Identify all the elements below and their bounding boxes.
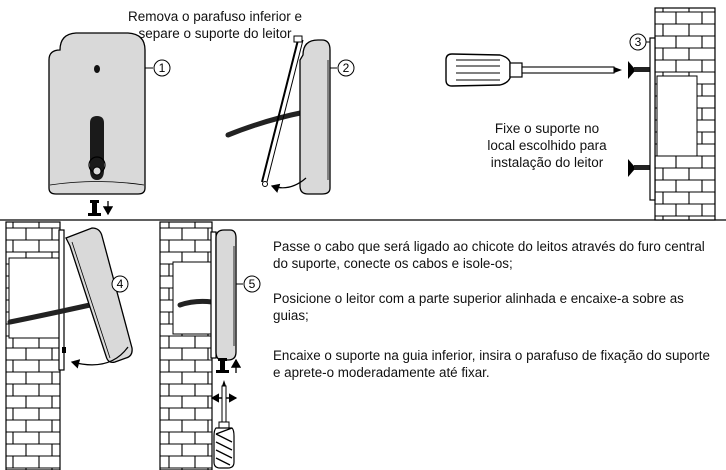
svg-text:3: 3 [635,35,642,49]
screw-bottom-step-3 [628,159,658,177]
fix-caption-line-3: instalação do leitor [490,155,604,170]
step-2-reader-side [225,35,331,195]
step-4-label: 4 [111,275,129,293]
top-caption-line-1: Remova o parafuso inferior e [127,9,303,24]
step-5-label: 5 [236,275,261,293]
instruction-2: Posicione o leitor com a parte superior … [273,291,684,323]
step-1-reader-front [48,32,146,195]
screwdriver-icon-step-3 [445,53,622,87]
step-2-label: 2 [330,59,355,77]
svg-text:5: 5 [249,277,256,291]
svg-text:4: 4 [117,277,124,291]
fix-caption-line-1: Fixe o suporte no [494,121,600,136]
brick-wall-step-4 [5,221,133,470]
screwdriver-icon-step-5 [210,380,238,469]
fix-caption: Fixe o suporte no local escolhido para i… [462,120,632,171]
top-caption-line-2: separe o suporte do leitor [138,26,292,41]
screw-up-icon [216,358,242,373]
screw-top-step-3 [628,61,658,79]
step-3-label: 3 [629,33,650,51]
brick-wall-step-5 [159,221,237,470]
svg-text:1: 1 [159,61,166,75]
instruction-1: Passe o cabo que será ligado ao chicote … [273,239,705,271]
fix-caption-line-2: local escolhido para [487,138,607,153]
brick-wall-step-3 [649,7,716,221]
screw-down-icon [88,200,114,216]
step-1-label: 1 [145,59,171,77]
svg-text:2: 2 [343,61,350,75]
instruction-3: Encaixe o suporte na guia inferior, insi… [273,348,710,380]
top-caption: Remova o parafuso inferior e separe o su… [85,8,345,42]
